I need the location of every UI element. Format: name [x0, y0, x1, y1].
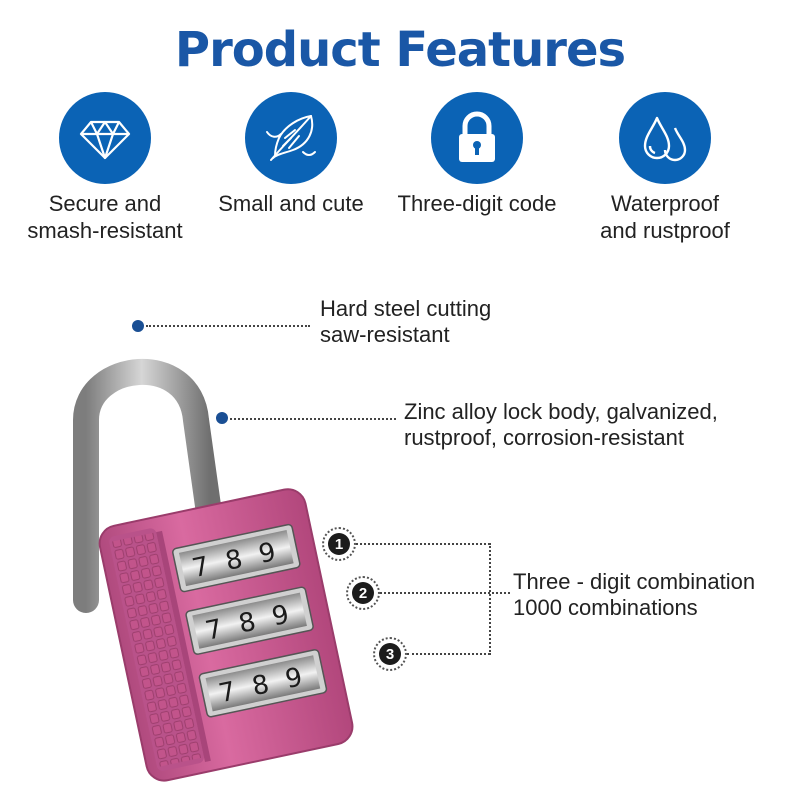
wheel-digit: 9: [269, 600, 291, 633]
callout-line: Zinc alloy lock body, galvanized,: [404, 399, 718, 424]
callout-leader-line: [146, 325, 310, 327]
callout-line: rustproof, corrosion-resistant: [404, 425, 684, 450]
callout-dot: [216, 412, 228, 424]
diamond-icon: [59, 92, 151, 184]
feature-label-line: Three-digit code: [397, 191, 557, 216]
wheel-marker-3: 3: [373, 637, 407, 671]
wheel-digit: 8: [249, 669, 271, 702]
wheel-marker-1: 1: [322, 527, 356, 561]
feature-label-line: smash-resistant: [27, 218, 183, 243]
feature-small: Small and cute: [196, 92, 386, 217]
combination-wheel-2: 7 8 9: [185, 586, 314, 655]
feature-code: Three-digit code: [382, 92, 572, 217]
page-title: Product Features: [174, 22, 626, 78]
feature-label-line: Small and cute: [218, 191, 364, 216]
feature-waterproof: Waterproof and rustproof: [570, 92, 760, 244]
bracket-line-1: [356, 543, 490, 545]
wheel-marker-2: 2: [346, 576, 380, 610]
callout-shackle: Hard steel cutting saw-resistant: [320, 296, 491, 348]
wheel-digit: 9: [283, 662, 305, 695]
wheel-digit: 7: [203, 614, 225, 647]
bracket-line-3: [407, 653, 490, 655]
wheel-digit: 9: [256, 537, 278, 570]
combination-wheel-1: 7 8 9: [172, 523, 301, 593]
water-drops-icon: [619, 92, 711, 184]
feature-label-line: and rustproof: [600, 218, 730, 243]
callout-line: 1000 combinations: [513, 595, 698, 620]
padlock-icon: [431, 92, 523, 184]
callout-line: Three - digit combination: [513, 569, 756, 594]
combination-wheel-3: 7 8 9: [198, 649, 328, 718]
feature-secure: Secure and smash-resistant: [10, 92, 200, 244]
feature-label-line: Waterproof: [610, 191, 719, 216]
callout-dot: [132, 320, 144, 332]
bracket-vertical: [489, 543, 491, 655]
callout-line: Hard steel cutting: [320, 296, 492, 321]
wheel-digit: 7: [190, 551, 212, 584]
feather-icon: [245, 92, 337, 184]
callout-combination: Three - digit combination 1000 combinati…: [513, 569, 755, 621]
wheel-digit: 7: [216, 676, 238, 709]
shackle: [73, 359, 223, 613]
wheel-digit: 8: [223, 544, 245, 577]
wheel-digit: 8: [236, 607, 258, 640]
callout-line: saw-resistant: [320, 322, 450, 347]
lock-body: 7 8 9 7 8 9 7 8 9: [98, 488, 354, 782]
bracket-line-2: [380, 592, 510, 594]
callout-leader-line: [230, 418, 396, 420]
feature-label-line: Secure and: [48, 191, 162, 216]
callout-body: Zinc alloy lock body, galvanized, rustpr…: [404, 399, 718, 451]
